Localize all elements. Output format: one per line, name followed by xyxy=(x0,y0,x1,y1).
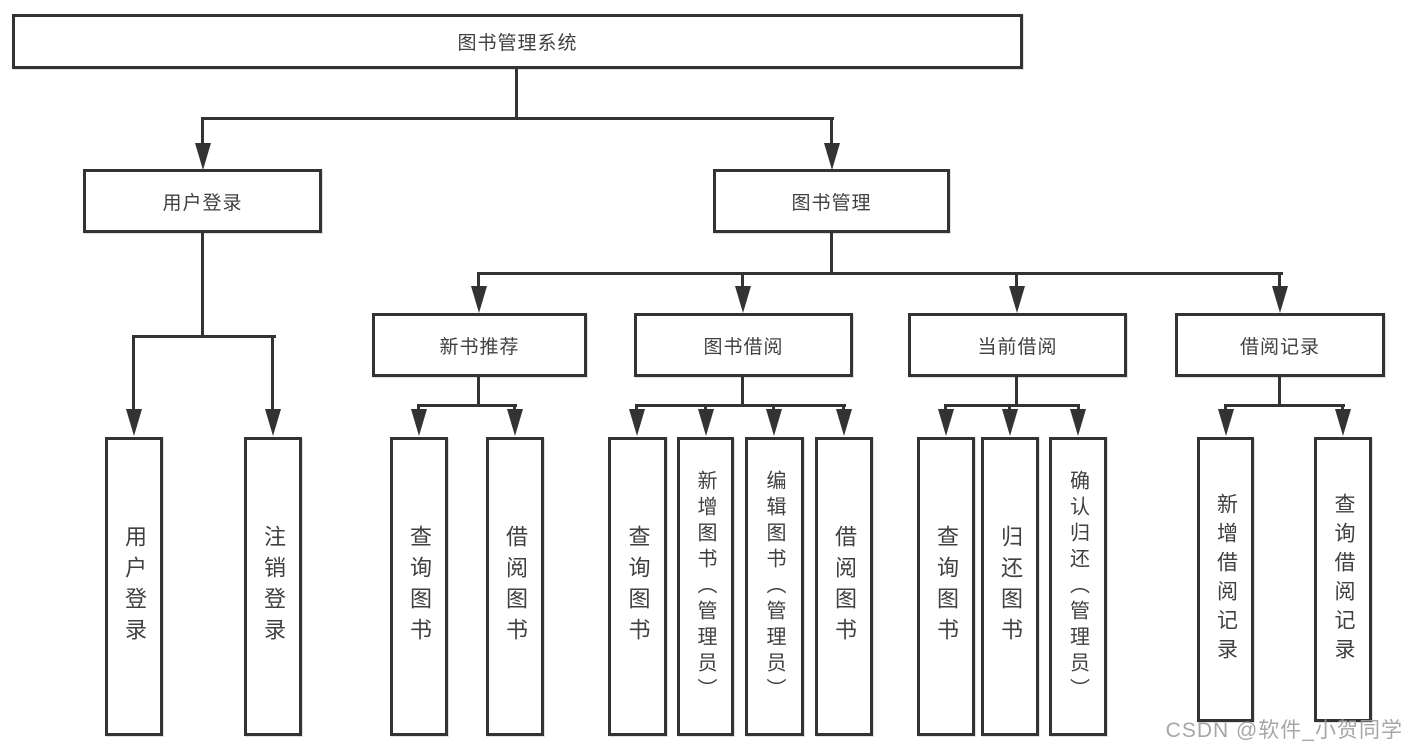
node-book-management: 图书管理 xyxy=(713,169,950,233)
leaf-logout-label: 注销登录 xyxy=(261,524,286,649)
node-borrowing-records-label: 借阅记录 xyxy=(1239,336,1320,358)
connector-line xyxy=(741,275,744,288)
connector-line xyxy=(1278,376,1281,406)
leaf-edit-book-admin-label: 编辑图书（管理员） xyxy=(763,469,785,704)
leaf-query-books-borrowing: 查询图书 xyxy=(608,437,667,736)
leaf-borrow-books-borrowing: 借阅图书 xyxy=(815,437,873,736)
leaf-edit-book-admin: 编辑图书（管理员） xyxy=(745,437,804,736)
leaf-return-books: 归还图书 xyxy=(981,437,1039,736)
connector-line xyxy=(477,272,1283,275)
arrow-down-icon xyxy=(265,409,281,436)
arrow-down-icon xyxy=(824,143,840,170)
arrow-down-icon xyxy=(1009,286,1025,313)
arrow-down-icon xyxy=(126,409,142,436)
connector-line xyxy=(830,120,833,145)
arrow-down-icon xyxy=(766,409,782,436)
connector-line xyxy=(515,69,518,118)
connector-line xyxy=(704,405,707,411)
leaf-add-borrow-record: 新增借阅记录 xyxy=(1197,437,1254,722)
node-current-borrowing: 当前借阅 xyxy=(908,313,1127,377)
connector-line xyxy=(477,376,480,406)
arrow-down-icon xyxy=(1218,409,1234,436)
arrow-down-icon xyxy=(1002,409,1018,436)
arrow-down-icon xyxy=(1335,409,1351,436)
connector-line xyxy=(1224,405,1227,411)
connector-line xyxy=(1278,275,1281,288)
leaf-query-books-recommend-label: 查询图书 xyxy=(407,524,432,649)
leaf-query-borrow-record: 查询借阅记录 xyxy=(1314,437,1372,722)
connector-line xyxy=(1008,405,1011,411)
watermark: CSDN @软件_小贺同学 xyxy=(1165,719,1403,742)
leaf-confirm-return-admin: 确认归还（管理员） xyxy=(1049,437,1107,736)
connector-line xyxy=(417,404,517,407)
node-current-borrowing-label: 当前借阅 xyxy=(977,336,1058,358)
leaf-query-books-recommend: 查询图书 xyxy=(390,437,448,736)
leaf-query-books-current-label: 查询图书 xyxy=(934,524,959,649)
node-root-label: 图书管理系统 xyxy=(457,33,578,54)
node-new-book-recommend: 新书推荐 xyxy=(372,313,587,377)
node-root: 图书管理系统 xyxy=(12,14,1023,69)
arrow-down-icon xyxy=(1070,409,1086,436)
arrow-down-icon xyxy=(507,409,523,436)
connector-line xyxy=(635,404,846,407)
connector-line xyxy=(944,405,947,411)
node-book-management-label: 图书管理 xyxy=(791,192,872,214)
connector-line xyxy=(201,233,204,336)
node-user-login-label: 用户登录 xyxy=(162,192,243,214)
arrow-down-icon xyxy=(471,286,487,313)
leaf-query-books-current: 查询图书 xyxy=(917,437,975,736)
leaf-user-login-label: 用户登录 xyxy=(122,524,147,649)
connector-line xyxy=(1077,405,1080,411)
leaf-logout: 注销登录 xyxy=(244,437,302,736)
leaf-user-login: 用户登录 xyxy=(105,437,163,736)
leaf-query-borrow-record-label: 查询借阅记录 xyxy=(1332,492,1355,667)
connector-line xyxy=(772,405,775,411)
node-book-borrowing-label: 图书借阅 xyxy=(703,336,784,358)
leaf-return-books-label: 归还图书 xyxy=(998,524,1023,649)
connector-line xyxy=(417,405,420,411)
connector-line xyxy=(944,404,1080,407)
connector-line xyxy=(1015,377,1018,406)
connector-line xyxy=(271,338,274,410)
node-borrowing-records: 借阅记录 xyxy=(1175,313,1385,377)
connector-line xyxy=(1015,275,1018,288)
leaf-add-book-admin: 新增图书（管理员） xyxy=(677,437,734,736)
arrow-down-icon xyxy=(698,409,714,436)
connector-line xyxy=(132,338,135,410)
connector-line xyxy=(741,377,744,406)
leaf-confirm-return-admin-label: 确认归还（管理员） xyxy=(1066,469,1089,704)
connector-line xyxy=(1224,404,1345,407)
node-book-borrowing: 图书借阅 xyxy=(634,313,853,377)
leaf-borrow-books-recommend-label: 借阅图书 xyxy=(503,524,528,649)
arrow-down-icon xyxy=(629,409,645,436)
connector-line xyxy=(513,405,516,411)
node-user-login: 用户登录 xyxy=(83,169,322,233)
arrow-down-icon xyxy=(735,286,751,313)
arrow-down-icon xyxy=(411,409,427,436)
arrow-down-icon xyxy=(836,409,852,436)
connector-line xyxy=(201,117,834,120)
leaf-add-borrow-record-label: 新增借阅记录 xyxy=(1214,492,1238,667)
arrow-down-icon xyxy=(938,409,954,436)
connector-line xyxy=(132,335,276,338)
leaf-borrow-books-borrowing-label: 借阅图书 xyxy=(832,524,857,649)
connector-line xyxy=(201,120,204,145)
leaf-query-books-borrowing-label: 查询图书 xyxy=(625,524,651,649)
connector-line xyxy=(477,275,480,288)
arrow-down-icon xyxy=(1272,286,1288,313)
connector-line xyxy=(830,233,833,274)
node-new-book-recommend-label: 新书推荐 xyxy=(439,336,520,358)
leaf-add-book-admin-label: 新增图书（管理员） xyxy=(694,469,716,704)
connector-line xyxy=(635,405,638,411)
leaf-borrow-books-recommend: 借阅图书 xyxy=(486,437,544,736)
connector-line xyxy=(842,405,845,411)
arrow-down-icon xyxy=(195,143,211,170)
connector-line xyxy=(1341,405,1344,411)
